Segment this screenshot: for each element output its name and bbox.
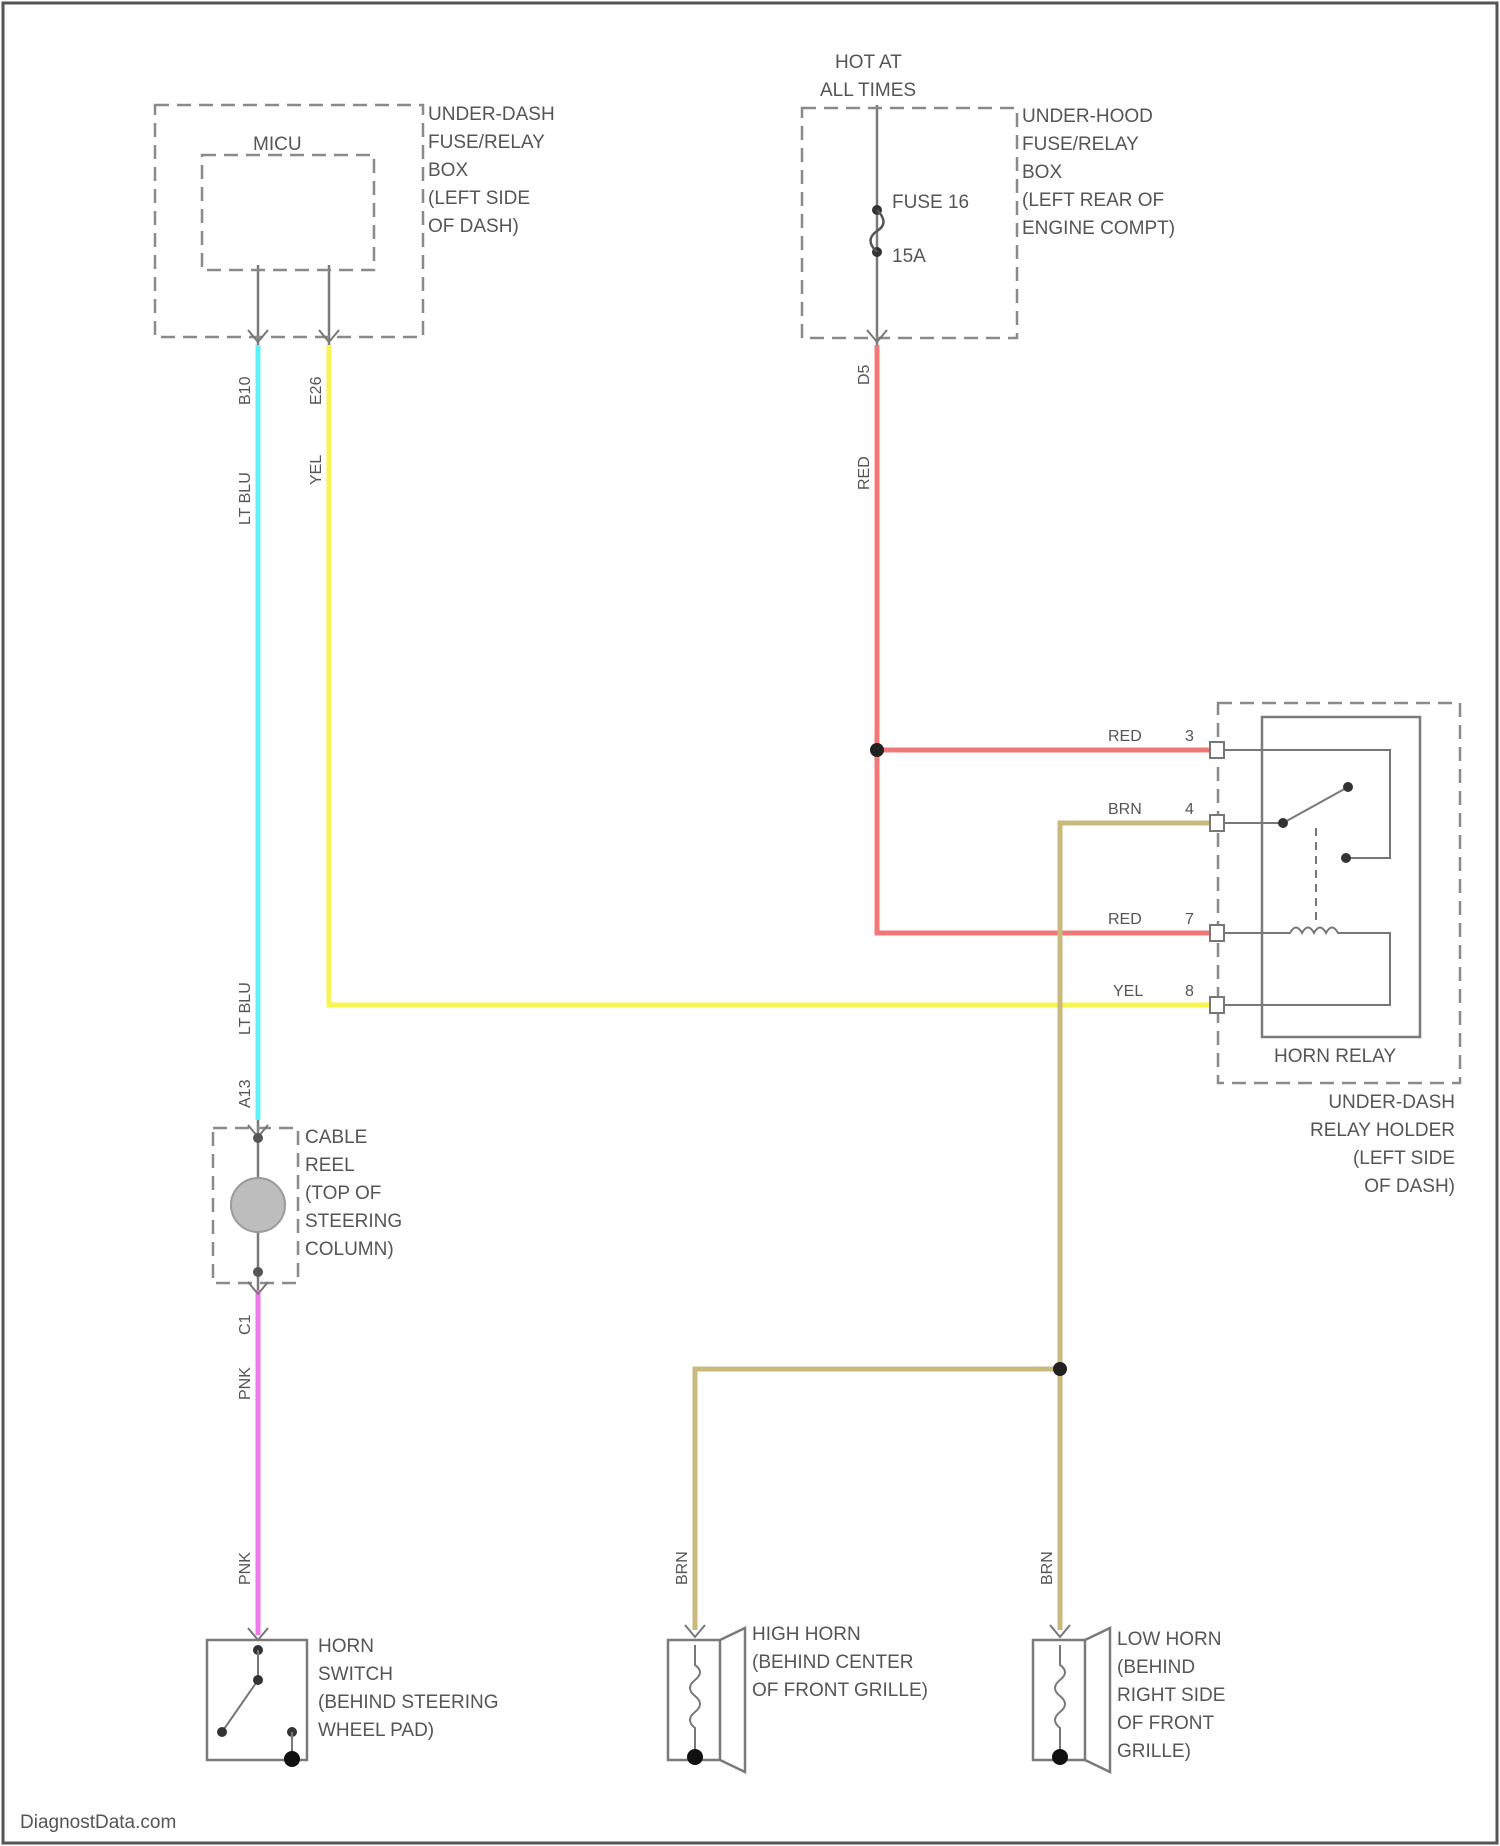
relay-pin4-number: 4 — [1185, 801, 1194, 818]
fuse-name-label: FUSE 16 — [892, 192, 969, 213]
horn-switch-location-line4: WHEEL PAD) — [318, 1720, 434, 1741]
low-horn-location-line3: RIGHT SIDE — [1117, 1685, 1225, 1706]
horn-switch-location-line3: (BEHIND STEERING — [318, 1692, 499, 1713]
hot-at-label-line2: ALL TIMES — [820, 80, 916, 101]
low-horn-location-line1: LOW HORN — [1117, 1629, 1222, 1650]
splice-red — [870, 743, 884, 757]
low-horn-location-line4: OF FRONT — [1117, 1713, 1214, 1734]
footer-watermark: DiagnostData.com — [20, 1812, 176, 1833]
wire-label-pnk-upper: PNK — [237, 1367, 254, 1400]
micu-location-line4: (LEFT SIDE — [428, 188, 530, 209]
ground-dot-low-horn — [1052, 1749, 1068, 1765]
horn-relay-label: HORN RELAY — [1274, 1046, 1396, 1067]
micu-label: MICU — [253, 134, 302, 155]
relay-pin7-number: 7 — [1185, 911, 1194, 928]
wire-label-yel-top: YEL — [308, 455, 325, 485]
high-horn-location-line3: OF FRONT GRILLE) — [752, 1680, 928, 1701]
horn-relay: RED 3 BRN 4 RED 7 YEL 8 HORN RELAY UNDER… — [1108, 703, 1460, 1197]
underhood-location-line4: (LEFT REAR OF — [1022, 190, 1164, 211]
cable-reel-location-line4: STEERING — [305, 1211, 402, 1232]
micu-pin-b-label: E26 — [308, 376, 325, 405]
underhood-location-line2: FUSE/RELAY — [1022, 134, 1139, 155]
cable-reel-location-line2: REEL — [305, 1155, 355, 1176]
horn-switch-location-line2: SWITCH — [318, 1664, 393, 1685]
wires — [258, 105, 1210, 1635]
relay-pin8-number: 8 — [1185, 983, 1194, 1000]
low-horn-location-line2: (BEHIND — [1117, 1657, 1195, 1678]
wire-label-brn-low: BRN — [1039, 1551, 1056, 1585]
horn-switch: HORN SWITCH (BEHIND STEERING WHEEL PAD) — [207, 1628, 499, 1767]
cable-reel-location-line3: (TOP OF — [305, 1183, 381, 1204]
wire-label-lt-blu-top: LT BLU — [237, 472, 254, 525]
relay-pin4-wire-label: BRN — [1108, 801, 1142, 818]
micu-box: MICU UNDER-DASH FUSE/RELAY BOX (LEFT SID… — [155, 104, 555, 405]
relay-pin8-wire-label: YEL — [1113, 983, 1143, 1000]
underhood-location-line1: UNDER-HOOD — [1022, 106, 1153, 127]
low-horn-location-line5: GRILLE) — [1117, 1741, 1191, 1762]
relay-pin7-wire-label: RED — [1108, 911, 1142, 928]
high-horn: HIGH HORN (BEHIND CENTER OF FRONT GRILLE… — [668, 1624, 928, 1772]
underhood-location-line5: ENGINE COMPT) — [1022, 218, 1175, 239]
micu-location-line5: OF DASH) — [428, 216, 519, 237]
ground-dot-horn-switch — [284, 1751, 300, 1767]
micu-location-line1: UNDER-DASH — [428, 104, 555, 125]
ground-dot-high-horn — [687, 1749, 703, 1765]
cable-reel: CABLE REEL (TOP OF STEERING COLUMN) A13 … — [213, 1079, 402, 1335]
cable-reel-icon — [231, 1178, 285, 1232]
micu-location-line3: BOX — [428, 160, 468, 181]
wire-label-pnk-lower: PNK — [237, 1552, 254, 1585]
fuse-pin-label: D5 — [856, 364, 873, 385]
wire-yel — [329, 345, 1210, 1005]
relay-pin3-wire-label: RED — [1108, 728, 1142, 745]
hot-at-label-line1: HOT AT — [835, 52, 902, 73]
splice-brn — [1053, 1362, 1067, 1376]
frame-border — [3, 3, 1497, 1843]
wire-red-main — [877, 345, 1210, 933]
micu-location-line2: FUSE/RELAY — [428, 132, 545, 153]
underhood-location-line3: BOX — [1022, 162, 1062, 183]
wire-brn-main — [1060, 823, 1210, 1630]
cable-reel-location-line5: COLUMN) — [305, 1239, 394, 1260]
high-horn-location-line1: HIGH HORN — [752, 1624, 861, 1645]
wire-label-red-top: RED — [856, 456, 873, 490]
relay-location-line1: UNDER-DASH — [1328, 1092, 1455, 1113]
low-horn: LOW HORN (BEHIND RIGHT SIDE OF FRONT GRI… — [1033, 1625, 1225, 1772]
high-horn-location-line2: (BEHIND CENTER — [752, 1652, 914, 1673]
wire-brn-branch — [695, 1369, 1060, 1630]
wire-label-lt-blu-bottom: LT BLU — [237, 982, 254, 1035]
fuse-rating-label: 15A — [892, 246, 926, 267]
relay-location-line4: OF DASH) — [1364, 1176, 1455, 1197]
relay-pin3-number: 3 — [1185, 728, 1194, 745]
micu-pin-a-label: B10 — [237, 376, 254, 405]
horn-switch-location-line1: HORN — [318, 1636, 374, 1657]
wire-label-brn-high: BRN — [674, 1551, 691, 1585]
relay-location-line2: RELAY HOLDER — [1310, 1120, 1455, 1141]
underhood-fuse-box: HOT AT ALL TIMES FUSE 16 15A UNDER-HOOD … — [802, 52, 1175, 385]
cable-reel-bottom-pin-label: C1 — [237, 1314, 254, 1335]
relay-location-line3: (LEFT SIDE — [1353, 1148, 1455, 1169]
cable-reel-top-pin-label: A13 — [237, 1079, 254, 1108]
cable-reel-location-line1: CABLE — [305, 1127, 367, 1148]
